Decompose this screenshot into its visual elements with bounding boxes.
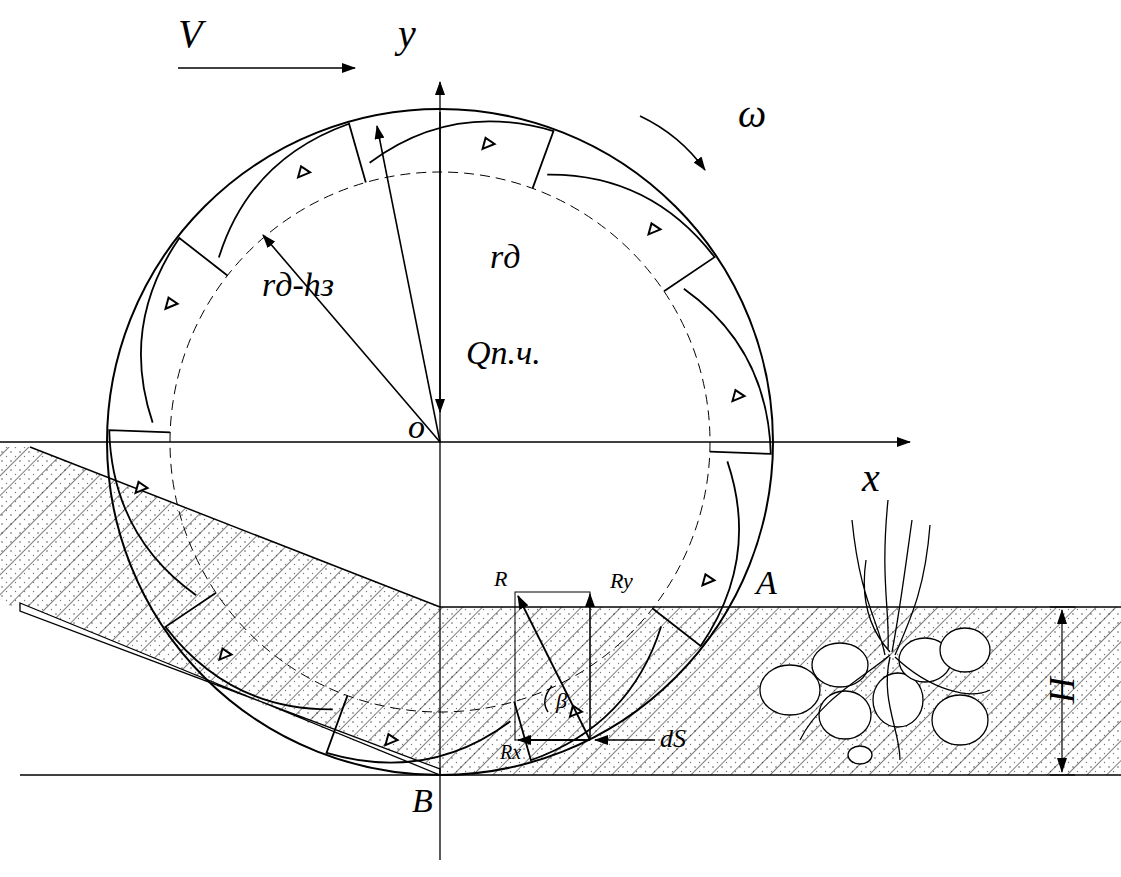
force-label: dS [660,726,686,752]
tooth [684,289,771,454]
tooth-marker [385,734,397,745]
force-label: Ry [610,570,633,592]
tooth [514,627,661,761]
rotation-label: ω [738,94,766,134]
tooth-marker [483,138,495,149]
point-label: B [412,784,433,818]
velocity-label: V [178,14,202,54]
force-label: R [494,568,507,590]
force-diagram [515,592,655,740]
tooth [219,124,366,258]
axis-label: y [398,14,416,54]
blade [20,603,440,775]
tooth [370,121,554,188]
tooth-marker [166,298,178,309]
tooth [165,593,332,710]
tooth [141,238,227,423]
tooth [653,461,739,646]
tooth-marker [136,482,148,493]
radius-label: rд-hз [262,268,334,302]
tooth [547,175,714,292]
tooth-marker [732,390,744,401]
origin-label: o [408,410,425,444]
depth-label: H [1044,676,1080,702]
tooth-marker [220,649,232,660]
radius-label: rд [490,240,520,274]
tooth-marker [702,574,714,585]
point-label: A [756,566,777,600]
tooth-marker [298,166,310,177]
axis-label: x [862,458,880,498]
tooth-marker [648,223,660,234]
angle-label: β [556,690,567,712]
force-label: Rx [500,742,521,762]
soil-region [0,447,1121,775]
tooth [327,696,511,763]
load-label: Qп.ч. [466,336,541,370]
potato-plant [760,500,990,764]
tooth [109,430,196,595]
